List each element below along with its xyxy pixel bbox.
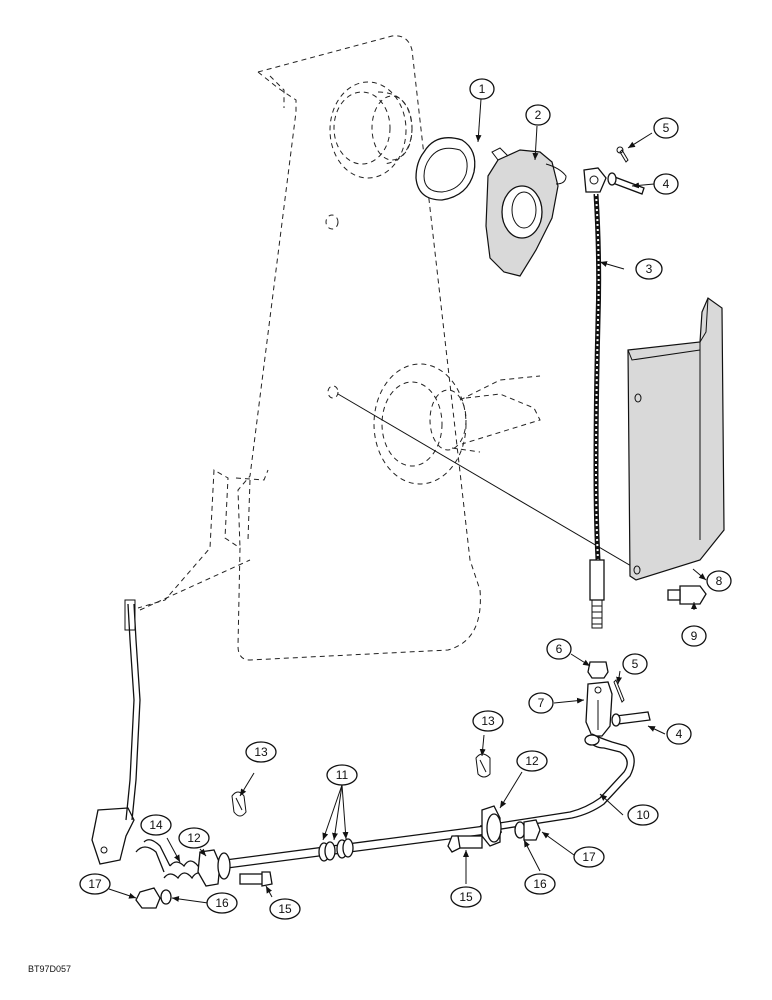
svg-text:13: 13 xyxy=(481,714,495,728)
lever-handle xyxy=(91,599,141,865)
svg-text:3: 3 xyxy=(646,262,653,276)
svg-text:12: 12 xyxy=(525,754,539,768)
svg-text:8: 8 xyxy=(716,574,723,588)
gasket-ring xyxy=(415,137,476,201)
retainer-plate xyxy=(485,147,567,277)
callout-9: 9 xyxy=(681,625,707,647)
cotter-pin-upper xyxy=(616,146,629,163)
callout-16-left: 16 xyxy=(206,892,238,914)
svg-text:11: 11 xyxy=(336,768,349,782)
svg-text:5: 5 xyxy=(663,121,670,135)
nut-washer-right xyxy=(514,819,541,841)
callout-2: 2 xyxy=(525,104,551,126)
retaining-clip-right xyxy=(475,753,491,778)
frame-upright-phantom xyxy=(137,35,541,661)
svg-text:14: 14 xyxy=(149,818,163,832)
callout-14: 14 xyxy=(140,814,172,836)
callout-11: 11 xyxy=(326,764,358,786)
panel-bolt xyxy=(667,585,707,605)
reference-line xyxy=(337,393,639,571)
callout-10: 10 xyxy=(627,804,659,826)
callout-15-right: 15 xyxy=(450,886,482,908)
callout-12-left: 12 xyxy=(178,827,210,849)
svg-text:6: 6 xyxy=(556,642,563,656)
callout-13-left: 13 xyxy=(245,741,277,763)
callout-3: 3 xyxy=(635,258,663,280)
spring-assembly xyxy=(135,839,231,887)
svg-text:17: 17 xyxy=(88,877,102,891)
svg-text:17: 17 xyxy=(582,850,596,864)
svg-text:15: 15 xyxy=(459,890,473,904)
clevis-pin-upper xyxy=(607,172,645,195)
bolt-right xyxy=(447,835,483,853)
control-cable xyxy=(583,167,607,629)
callout-7: 7 xyxy=(528,692,554,714)
callout-1: 1 xyxy=(469,78,495,100)
svg-text:15: 15 xyxy=(278,902,292,916)
leader-lines xyxy=(108,98,707,904)
svg-text:12: 12 xyxy=(187,831,201,845)
svg-text:2: 2 xyxy=(535,108,542,122)
svg-text:4: 4 xyxy=(676,727,683,741)
svg-text:13: 13 xyxy=(254,745,268,759)
clevis-pin-lower xyxy=(611,711,651,727)
drawing-code: BT97D057 xyxy=(28,964,71,974)
svg-text:10: 10 xyxy=(636,808,650,822)
callout-17-right: 17 xyxy=(573,846,605,868)
washers xyxy=(318,838,354,862)
svg-text:4: 4 xyxy=(663,177,670,191)
svg-text:9: 9 xyxy=(691,629,698,643)
callout-5-lower: 5 xyxy=(622,653,648,675)
callout-12-right: 12 xyxy=(516,750,548,772)
svg-text:16: 16 xyxy=(533,877,547,891)
control-rod xyxy=(479,733,635,833)
callout-6: 6 xyxy=(546,638,572,660)
callout-4-lower: 4 xyxy=(666,723,692,745)
bolt-left xyxy=(239,871,273,887)
bushing-right xyxy=(481,805,502,847)
retaining-clip-left xyxy=(231,791,247,817)
callout-15-left: 15 xyxy=(269,898,301,920)
svg-text:5: 5 xyxy=(632,657,639,671)
svg-text:7: 7 xyxy=(538,696,545,710)
cotter-pin-lower xyxy=(613,679,625,703)
callout-8: 8 xyxy=(706,570,732,592)
callout-13-right: 13 xyxy=(472,710,504,732)
callout-17-left: 17 xyxy=(79,873,111,895)
svg-text:1: 1 xyxy=(479,82,486,96)
svg-text:16: 16 xyxy=(215,896,229,910)
callout-4-upper: 4 xyxy=(653,173,679,195)
shield-panel xyxy=(627,297,725,581)
callout-16-right: 16 xyxy=(524,873,556,895)
clevis xyxy=(585,681,613,737)
nut-washer-left xyxy=(135,887,172,909)
callout-5-upper: 5 xyxy=(653,117,679,139)
jam-nut xyxy=(587,661,609,679)
